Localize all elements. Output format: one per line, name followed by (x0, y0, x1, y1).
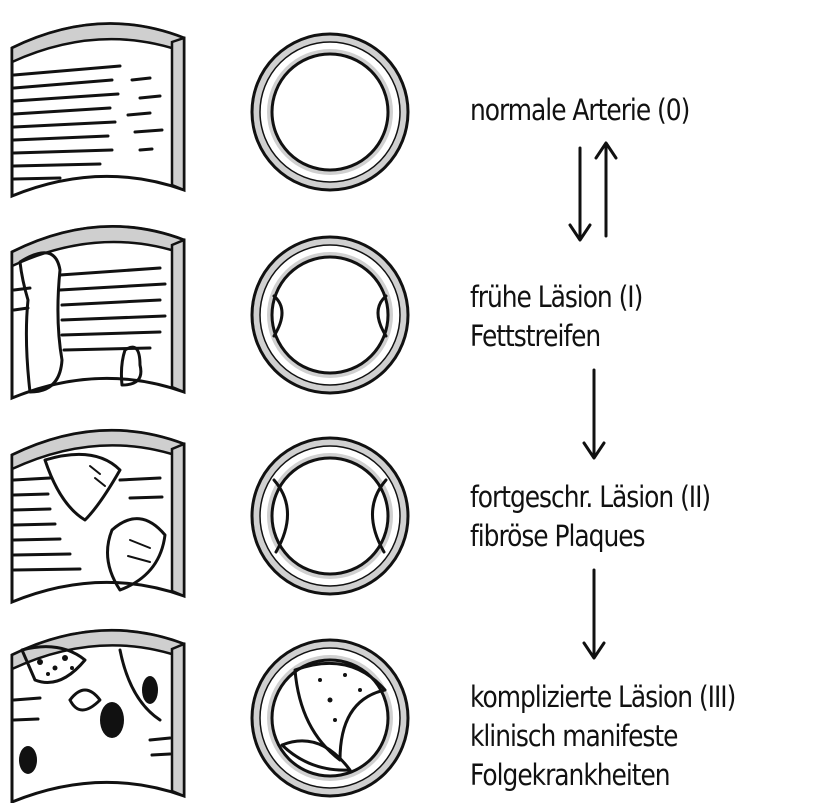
label-stage-1-subtitle: Fettstreifen (470, 316, 600, 356)
vessel-section-stage-3 (12, 630, 184, 802)
arrow-up-1-0 (596, 143, 616, 236)
label-stage-2-subtitle: fibröse Plaques (470, 516, 645, 556)
label-stage-0: normale Arterie (0) (470, 90, 689, 130)
vessel-section-stage-1 (12, 227, 184, 398)
cross-section-stage-3 (252, 640, 408, 796)
vessel-section-stage-0 (12, 24, 184, 196)
label-stage-3-title: komplizierte Läsion (III) (470, 677, 735, 717)
label-stage-3-line3: Folgekrankheiten (470, 755, 670, 795)
label-stage-1-title: frühe Läsion (I) (470, 277, 642, 317)
cross-section-stage-1 (252, 237, 408, 393)
cross-section-stage-0 (252, 34, 408, 190)
label-stage-3-line2: klinisch manifeste (470, 716, 677, 756)
cross-section-stage-2 (252, 438, 408, 594)
label-stage-2-title: fortgeschr. Läsion (II) (470, 477, 710, 517)
arrow-down-2-3 (584, 570, 604, 658)
arrow-down-0-1 (570, 148, 590, 240)
arrow-down-1-2 (584, 370, 604, 458)
vessel-section-stage-2 (12, 430, 184, 602)
